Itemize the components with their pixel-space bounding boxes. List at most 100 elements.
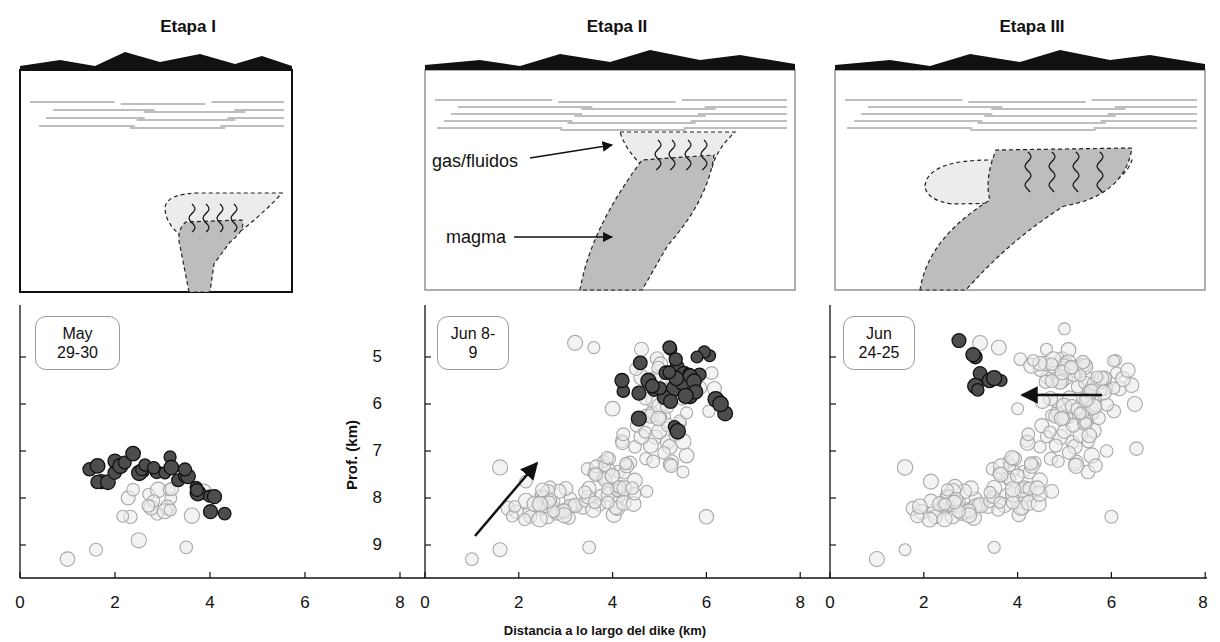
event-point-previous xyxy=(466,553,479,566)
stratum-line xyxy=(211,101,284,102)
stratum-line xyxy=(861,113,992,114)
event-point-current xyxy=(207,490,221,504)
tick-label: 8 xyxy=(795,594,804,613)
date-box: Jun 8-9 xyxy=(437,316,509,370)
bubble-squiggle xyxy=(1073,152,1079,192)
event-point-previous xyxy=(912,499,927,514)
event-point-previous xyxy=(127,483,140,496)
tick-label: 2 xyxy=(919,594,928,613)
event-point-current xyxy=(218,507,231,520)
stratum-line xyxy=(984,115,1115,116)
event-point-previous xyxy=(1010,469,1024,483)
event-point-current xyxy=(972,384,984,396)
event-point-previous xyxy=(509,501,521,513)
event-point-previous xyxy=(1069,458,1084,473)
stratum-line xyxy=(144,111,246,112)
x-tick xyxy=(706,572,707,578)
tick-label: 4 xyxy=(205,594,214,613)
date-label: Jun 8-9 xyxy=(447,324,499,362)
tick-label: 0 xyxy=(420,594,429,613)
tick-label: 8 xyxy=(395,594,404,613)
event-point-previous xyxy=(639,426,651,438)
stratum-line xyxy=(968,101,1085,102)
event-point-previous xyxy=(994,496,1006,508)
event-point-previous xyxy=(1030,481,1044,495)
stratum-line xyxy=(1094,127,1197,128)
event-point-previous xyxy=(589,468,602,481)
y-tick xyxy=(20,544,26,545)
event-point-previous xyxy=(583,541,596,554)
migration-arrow xyxy=(475,463,537,536)
event-point-previous xyxy=(536,483,550,497)
x-tick xyxy=(612,572,613,578)
event-point-previous xyxy=(1062,446,1075,459)
stratum-line xyxy=(1108,113,1197,114)
event-point-current xyxy=(126,446,140,460)
tick-label: 4 xyxy=(608,594,617,613)
event-point-current xyxy=(615,373,629,387)
stratum-line xyxy=(435,99,552,100)
magma-dike xyxy=(580,155,714,290)
bubble-squiggle xyxy=(685,140,691,170)
y-tick xyxy=(425,497,431,498)
event-point-previous xyxy=(984,486,996,498)
y-axis xyxy=(829,305,830,578)
event-point-previous xyxy=(664,459,677,472)
x-tick xyxy=(1111,572,1112,578)
event-point-previous xyxy=(899,544,911,556)
y-tick xyxy=(425,450,431,451)
stratum-line xyxy=(868,106,1002,107)
event-point-previous xyxy=(937,512,952,527)
stratum-line xyxy=(847,127,972,128)
event-point-previous xyxy=(993,467,1008,482)
strata-lines xyxy=(30,100,1197,130)
event-point-previous xyxy=(1127,397,1142,412)
stratum-line xyxy=(574,115,705,116)
event-point-previous xyxy=(184,508,199,523)
event-point-previous xyxy=(679,448,694,463)
stratum-line xyxy=(1092,99,1197,100)
stratum-line xyxy=(46,117,145,118)
magma-dike xyxy=(920,148,1132,290)
event-point-current xyxy=(678,388,693,403)
event-point-current xyxy=(164,460,179,475)
bubble-squiggle xyxy=(1049,152,1055,192)
event-point-previous xyxy=(532,511,548,527)
axis-title: Prof. (km) xyxy=(344,420,361,490)
stratum-line xyxy=(970,129,1095,130)
event-point-previous xyxy=(180,541,193,554)
tick-label: 6 xyxy=(702,594,711,613)
event-point-previous xyxy=(493,543,507,557)
stratum-line xyxy=(560,129,685,130)
stage-title: Etapa II xyxy=(587,18,647,37)
event-point-previous xyxy=(647,455,660,468)
panel-frame xyxy=(20,70,292,292)
bubble-squiggle xyxy=(1025,152,1031,192)
x-tick xyxy=(424,572,425,578)
tick-label: 8 xyxy=(1198,594,1207,613)
event-point-previous xyxy=(1097,385,1112,400)
stratum-line xyxy=(227,117,284,118)
event-point-previous xyxy=(589,496,602,509)
stratum-line xyxy=(1101,120,1197,121)
event-point-previous xyxy=(651,411,666,426)
y-tick xyxy=(830,356,836,357)
event-point-current xyxy=(632,386,646,400)
stratum-line xyxy=(698,113,787,114)
callout-label: magma xyxy=(446,228,506,248)
x-tick xyxy=(829,572,830,578)
x-tick xyxy=(209,572,210,578)
callout-label: gas/fluidos xyxy=(432,152,518,172)
event-point-current xyxy=(147,462,159,474)
stratum-line xyxy=(234,109,284,110)
stratum-line xyxy=(977,122,1105,123)
axis-ticks xyxy=(20,357,1205,578)
stratum-line xyxy=(53,109,155,110)
event-point-previous xyxy=(164,504,176,516)
y-tick xyxy=(425,356,431,357)
event-point-previous xyxy=(1045,484,1059,498)
stratum-line xyxy=(451,113,582,114)
tick-label: 4 xyxy=(1013,594,1022,613)
event-point-previous xyxy=(1044,426,1056,438)
